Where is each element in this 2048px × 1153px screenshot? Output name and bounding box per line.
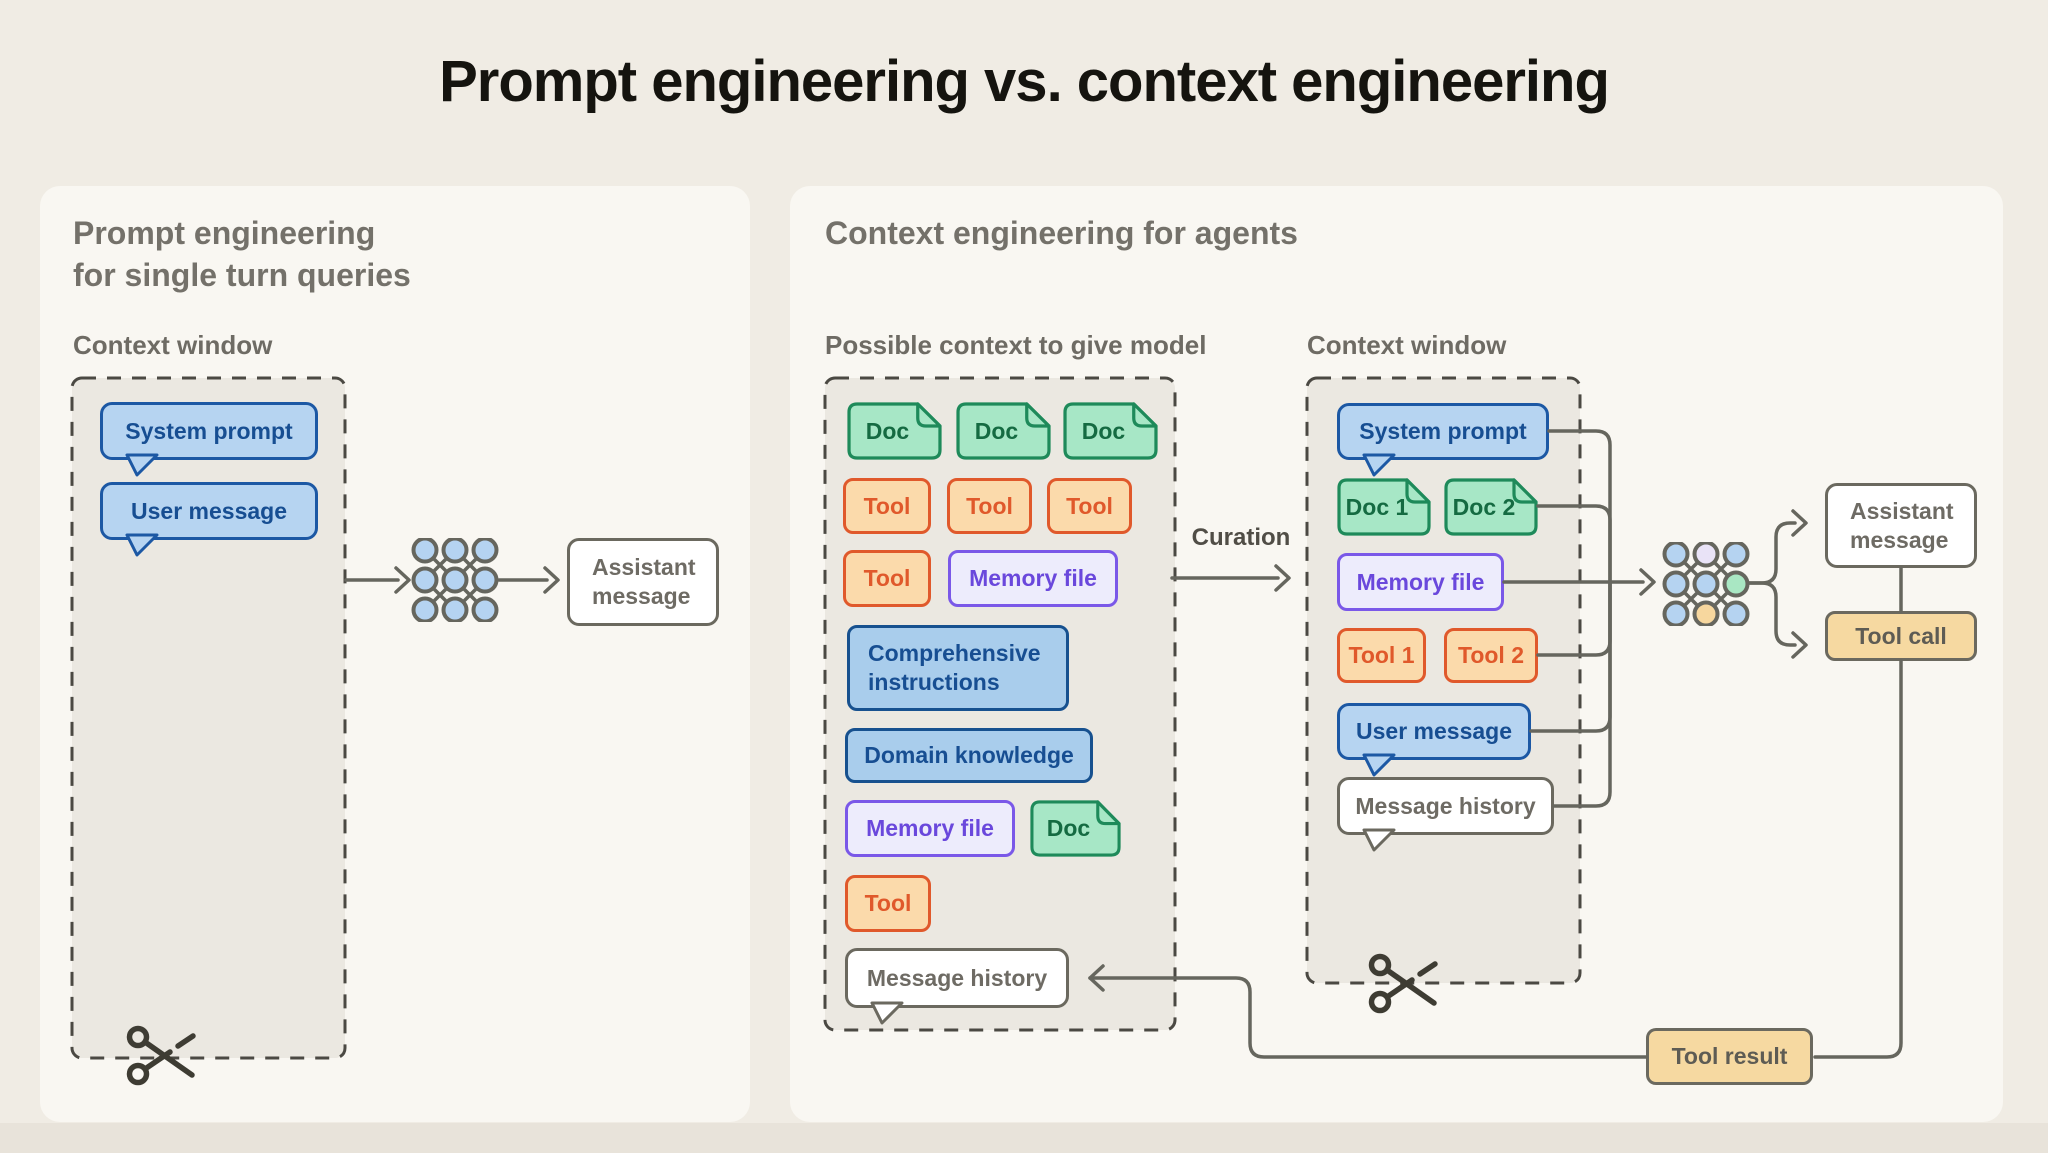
bottom-strip <box>0 1123 2048 1153</box>
left-user-message-bubble: User message <box>100 482 318 557</box>
pc-domain-knowledge: Domain knowledge <box>845 728 1093 783</box>
page-title: Prompt engineering vs. context engineeri… <box>439 49 1610 114</box>
cw-tool-2: Tool 2 <box>1444 628 1538 683</box>
cw-doc-1: Doc 1 <box>1337 478 1431 536</box>
out-tool-result-box: Tool result <box>1646 1028 1813 1085</box>
pc-memory-file-2: Memory file <box>845 800 1015 857</box>
out-assistant-message-box: Assistant message <box>1825 483 1977 568</box>
pc-memory-file: Memory file <box>948 550 1118 607</box>
pc-tool-2: Tool <box>947 478 1032 534</box>
pc-doc-1-label: Doc <box>865 417 910 444</box>
bubble-tail <box>125 533 159 557</box>
out-assistant-message-label: Assistant message <box>1850 497 1954 553</box>
left-user-message-label: User message <box>131 497 287 524</box>
left-heading-line1: Prompt engineering <box>73 215 376 251</box>
cw-tool-1: Tool 1 <box>1337 628 1426 683</box>
out-tool-call-box: Tool call <box>1825 611 1977 661</box>
bubble-tail <box>1362 753 1396 777</box>
cw-doc-2: Doc 2 <box>1444 478 1538 536</box>
cw-memory-file: Memory file <box>1337 553 1504 611</box>
cw-message-history-bubble: Message history <box>1337 777 1554 852</box>
bubble-tail <box>1362 828 1396 852</box>
pc-message-history-bubble: Message history <box>845 948 1069 1025</box>
pc-doc-3-label: Doc <box>1081 417 1126 444</box>
left-system-prompt-bubble: System prompt <box>100 402 318 477</box>
pc-doc-3: Doc <box>1063 402 1158 460</box>
cw-user-message-bubble: User message <box>1337 703 1531 777</box>
cw-doc-1-label: Doc 1 <box>1345 493 1409 520</box>
curation-label: Curation <box>1191 524 1291 551</box>
pc-doc-1: Doc <box>847 402 942 460</box>
cw-system-prompt-label: System prompt <box>1359 418 1527 444</box>
left-context-window-label: Context window <box>73 330 273 360</box>
right-context-window-label: Context window <box>1307 330 1507 360</box>
cw-message-history-label: Message history <box>1355 792 1536 819</box>
pc-comprehensive-instructions-label: Comprehensive instructions <box>868 640 1041 695</box>
pc-tool-5: Tool <box>845 875 931 932</box>
left-heading-line2: for single turn queries <box>73 257 411 293</box>
right-panel-heading: Context engineering for agents <box>825 215 1298 251</box>
left-system-prompt-label: System prompt <box>125 417 293 444</box>
cw-doc-2-label: Doc 2 <box>1452 493 1516 520</box>
pc-message-history-label: Message history <box>866 964 1048 991</box>
left-assistant-message-label: Assistant message <box>592 554 696 609</box>
cw-user-message-label: User message <box>1356 718 1512 744</box>
pc-doc-2: Doc <box>956 402 1051 460</box>
left-panel-heading: Prompt engineering for single turn queri… <box>73 212 411 296</box>
pc-comprehensive-instructions: Comprehensive instructions <box>847 625 1069 711</box>
pc-tool-1: Tool <box>843 478 931 534</box>
pc-tool-3: Tool <box>1047 478 1132 534</box>
pc-doc-2-label: Doc <box>974 417 1019 444</box>
bubble-tail <box>870 1001 904 1025</box>
pc-tool-4: Tool <box>843 550 931 607</box>
pc-doc-4-label: Doc <box>1046 815 1091 841</box>
cw-system-prompt-bubble: System prompt <box>1337 403 1549 477</box>
left-assistant-message-box: Assistant message <box>567 538 719 626</box>
bubble-tail <box>1362 453 1396 477</box>
bubble-tail <box>125 453 159 477</box>
pc-doc-4: Doc <box>1030 800 1121 857</box>
possible-context-label: Possible context to give model <box>825 330 1207 360</box>
